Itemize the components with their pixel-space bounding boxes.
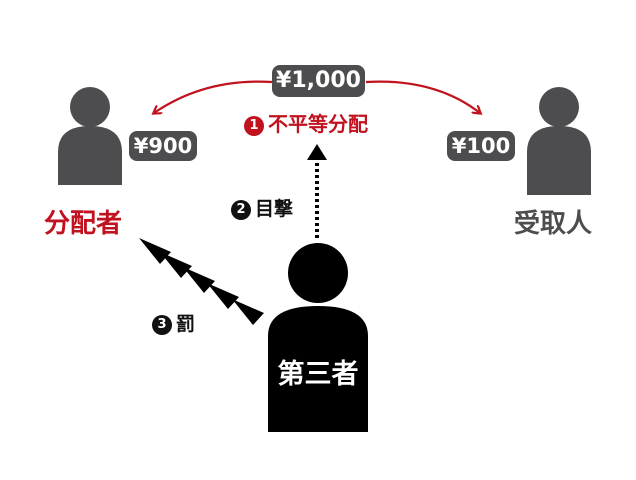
number-circle-icon: 1	[244, 116, 264, 136]
number-circle-icon: 3	[152, 315, 172, 335]
step-3-text: 罰	[176, 313, 196, 335]
third-party-label: 第三者	[277, 359, 359, 390]
recipient-label: 受取人	[514, 209, 593, 239]
curved-arrow-left-icon	[154, 80, 273, 113]
step-2-text: 目撃	[255, 198, 294, 220]
distributor-person-icon	[58, 87, 122, 185]
distributor-label: 分配者	[44, 209, 123, 239]
recipient-person-icon	[527, 87, 591, 195]
curved-arrow-right-icon	[365, 80, 480, 113]
third-party-person-icon	[268, 243, 368, 432]
step-1-text: 不平等分配	[268, 112, 368, 136]
triangle-chevron-arrow-icon	[139, 238, 264, 325]
dotted-arrow-icon	[307, 144, 327, 238]
recipient-amount-badge: ¥100	[447, 131, 515, 161]
total-amount-badge: ¥1,000	[272, 65, 365, 97]
distributor-amount-badge: ¥900	[129, 131, 197, 161]
number-circle-icon: 2	[231, 200, 251, 220]
